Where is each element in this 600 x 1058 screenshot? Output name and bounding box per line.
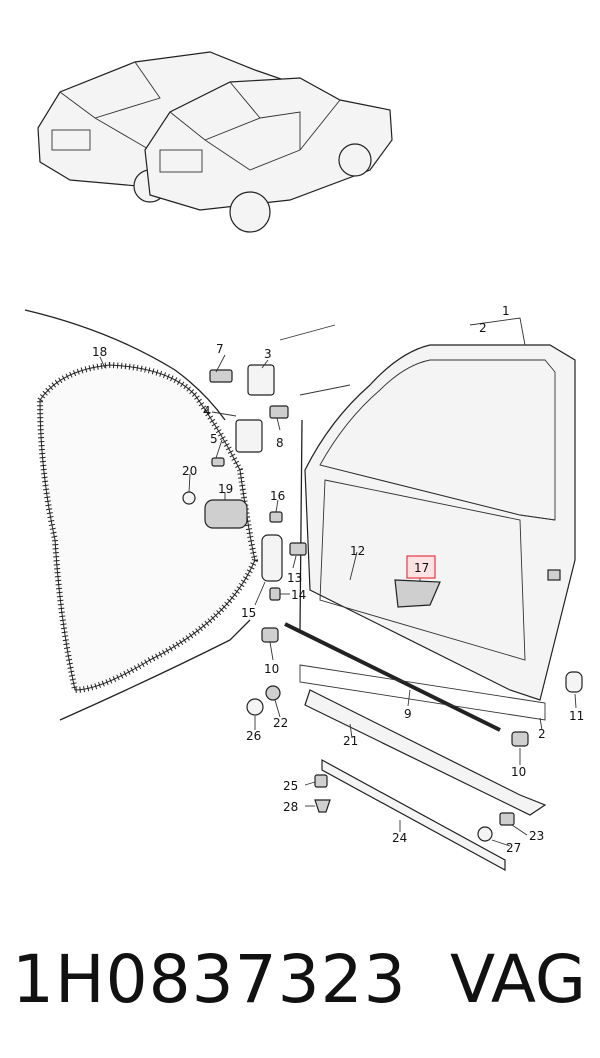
callout-5: 5 — [210, 432, 218, 446]
callout-24: 24 — [392, 831, 407, 845]
callout-14: 14 — [291, 588, 306, 602]
callout-2-top: 2 — [479, 321, 487, 335]
callout-17: 17 — [414, 561, 429, 575]
callout-10-upper: 10 — [264, 662, 279, 676]
callout-16: 16 — [270, 489, 285, 503]
callout-19: 19 — [218, 482, 233, 496]
callout-2-lower: 2 — [538, 727, 546, 741]
callout-9: 9 — [404, 707, 412, 721]
callout-4: 4 — [203, 404, 211, 418]
car-illustration-hatchback — [144, 77, 393, 233]
callout-20: 20 — [182, 464, 197, 478]
callout-12: 12 — [350, 544, 365, 558]
exploded-parts-diagram: 1 2 3 4 5 7 8 9 10 11 12 13 14 15 16 17 … — [24, 51, 584, 872]
brand-name: VAG — [449, 941, 586, 1018]
callout-18: 18 — [92, 345, 107, 359]
callout-25: 25 — [283, 779, 298, 793]
callout-15: 15 — [241, 606, 256, 620]
hinge-parts — [182, 364, 307, 601]
highlight-box — [406, 555, 436, 579]
door-seal — [36, 361, 259, 694]
body-outline — [24, 309, 351, 721]
callout-22: 22 — [273, 716, 288, 730]
sill-trims — [246, 685, 547, 872]
leader-lines — [99, 317, 577, 847]
check-strap — [261, 622, 546, 747]
callout-labels: 1 2 3 4 5 7 8 9 10 11 12 13 14 15 16 17 … — [92, 304, 584, 855]
callout-23: 23 — [529, 829, 544, 843]
callout-11: 11 — [569, 709, 584, 723]
callout-21: 21 — [343, 734, 358, 748]
part-number: 1H0837323 — [12, 941, 407, 1018]
callout-27: 27 — [506, 841, 521, 855]
callout-3: 3 — [264, 347, 272, 361]
callout-13: 13 — [287, 571, 302, 585]
door-frame — [304, 344, 583, 701]
callout-28: 28 — [283, 800, 298, 814]
footer: 1H0837323 VAG — [0, 925, 600, 1035]
callout-1: 1 — [502, 304, 510, 318]
callout-26: 26 — [246, 729, 261, 743]
callout-7: 7 — [216, 342, 224, 356]
callout-10-lower: 10 — [511, 765, 526, 779]
callout-8: 8 — [276, 436, 284, 450]
